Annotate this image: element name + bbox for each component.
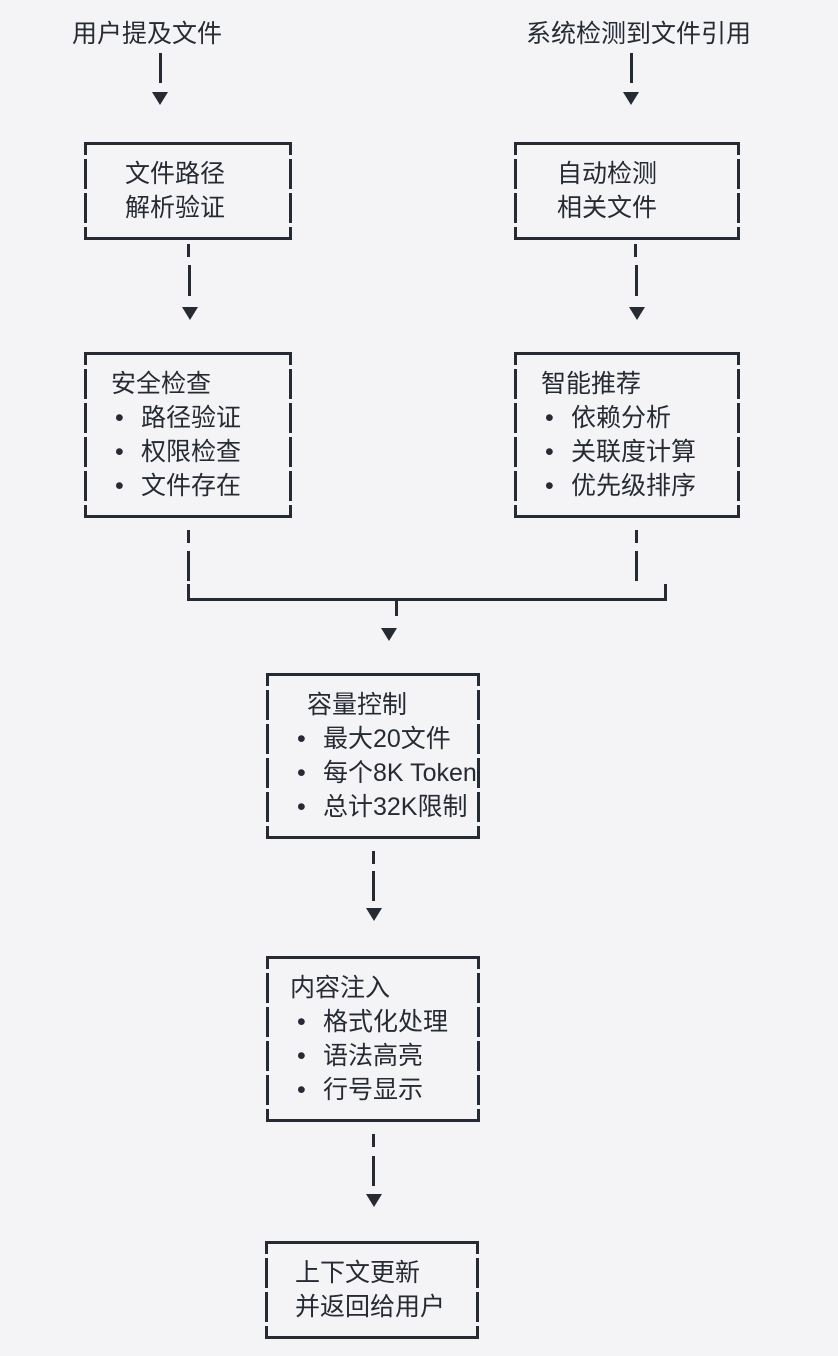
bullet-item: • 总计32K限制 [266,792,480,822]
bullet-item: • 语法高亮 [266,1041,480,1071]
box-line: 自动检测 [514,159,740,189]
bullet-icon: • [297,793,306,821]
bullet-text: 文件存在 [141,472,242,500]
box-border-top [84,142,292,155]
bullet-item: • 行号显示 [266,1075,480,1105]
bullet-item: • 每个8K Token [266,758,480,788]
bullet-text: 权限检查 [141,438,242,466]
connector-stub [635,530,638,543]
bullet-icon: • [297,759,306,787]
box-context-update: 上下文更新 并返回给用户 [265,1241,479,1339]
connector-line [635,265,638,296]
box-border-top [514,352,740,365]
bullet-icon: • [545,472,554,500]
connector-line [635,551,638,581]
bullet-text: 每个8K Token [323,759,477,787]
box-title: 智能推荐 [514,369,740,399]
box-line: 并返回给用户 [265,1292,479,1322]
bullet-text: 路径验证 [141,404,242,432]
arrow-down-icon [152,92,168,105]
bullet-item: • 格式化处理 [266,1007,480,1037]
connector-stub [372,1134,375,1147]
bullet-text: 行号显示 [323,1076,424,1104]
connector-line [159,53,162,83]
bullet-text: 依赖分析 [571,404,672,432]
box-security-check: 安全检查 • 路径验证 • 权限检查 • 文件存在 [84,352,292,518]
box-file-path-validation: 文件路径 解析验证 [84,142,292,240]
box-border-bottom [266,826,480,839]
entry-label-user: 用户提及文件 [72,20,223,48]
box-content-injection: 内容注入 • 格式化处理 • 语法高亮 • 行号显示 [266,956,480,1122]
box-title: 内容注入 [266,973,480,1003]
connector-line [188,265,191,296]
arrow-down-icon [381,628,397,641]
arrow-down-icon [629,307,645,320]
box-border-bottom [265,1326,479,1339]
connector-line [372,1156,375,1186]
bullet-icon: • [115,472,124,500]
box-title: 安全检查 [84,369,292,399]
bullet-text: 最大20文件 [323,725,451,753]
connector-line [187,551,190,581]
connector-line [630,53,633,83]
bullet-icon: • [115,438,124,466]
box-line: 相关文件 [514,193,740,223]
connector-stub [395,601,398,616]
arrow-down-icon [182,307,198,320]
bullet-item: • 依赖分析 [514,403,740,433]
arrow-down-icon [366,1194,382,1207]
bullet-text: 总计32K限制 [323,793,468,821]
arrow-down-icon [366,908,382,921]
merge-connector [187,584,667,601]
bullet-icon: • [545,438,554,466]
bullet-text: 语法高亮 [323,1042,424,1070]
bullet-icon: • [297,725,306,753]
bullet-icon: • [297,1042,306,1070]
box-border-top [84,352,292,365]
bullet-icon: • [115,404,124,432]
box-auto-detection: 自动检测 相关文件 [514,142,740,240]
connector-line [372,871,375,901]
bullet-icon: • [545,404,554,432]
box-smart-recommendation: 智能推荐 • 依赖分析 • 关联度计算 • 优先级排序 [514,352,740,518]
box-line: 文件路径 [84,159,292,189]
box-border-top [266,673,480,686]
connector-stub [372,851,375,864]
box-capacity-control: 容量控制 • 最大20文件 • 每个8K Token • 总计32K限制 [266,673,480,839]
box-border-bottom [514,227,740,240]
box-border-bottom [84,227,292,240]
box-border-top [266,956,480,969]
bullet-text: 优先级排序 [571,472,697,500]
bullet-text: 格式化处理 [323,1008,449,1036]
bullet-item: • 路径验证 [84,403,292,433]
box-border-bottom [266,1109,480,1122]
box-border-bottom [514,505,740,518]
box-border-top [265,1241,479,1254]
box-border-bottom [84,505,292,518]
entry-label-system: 系统检测到文件引用 [526,20,752,48]
bullet-item: • 优先级排序 [514,471,740,501]
connector-stub [187,244,190,257]
box-border-top [514,142,740,155]
bullet-item: • 文件存在 [84,471,292,501]
bullet-text: 关联度计算 [571,438,697,466]
connector-stub [634,244,637,257]
bullet-item: • 权限检查 [84,437,292,467]
bullet-item: • 最大20文件 [266,724,480,754]
box-line: 上下文更新 [265,1258,479,1288]
bullet-item: • 关联度计算 [514,437,740,467]
bullet-icon: • [297,1008,306,1036]
connector-stub [187,530,190,543]
arrow-down-icon [623,92,639,105]
box-title: 容量控制 [266,690,480,720]
box-line: 解析验证 [84,193,292,223]
bullet-icon: • [297,1076,306,1104]
